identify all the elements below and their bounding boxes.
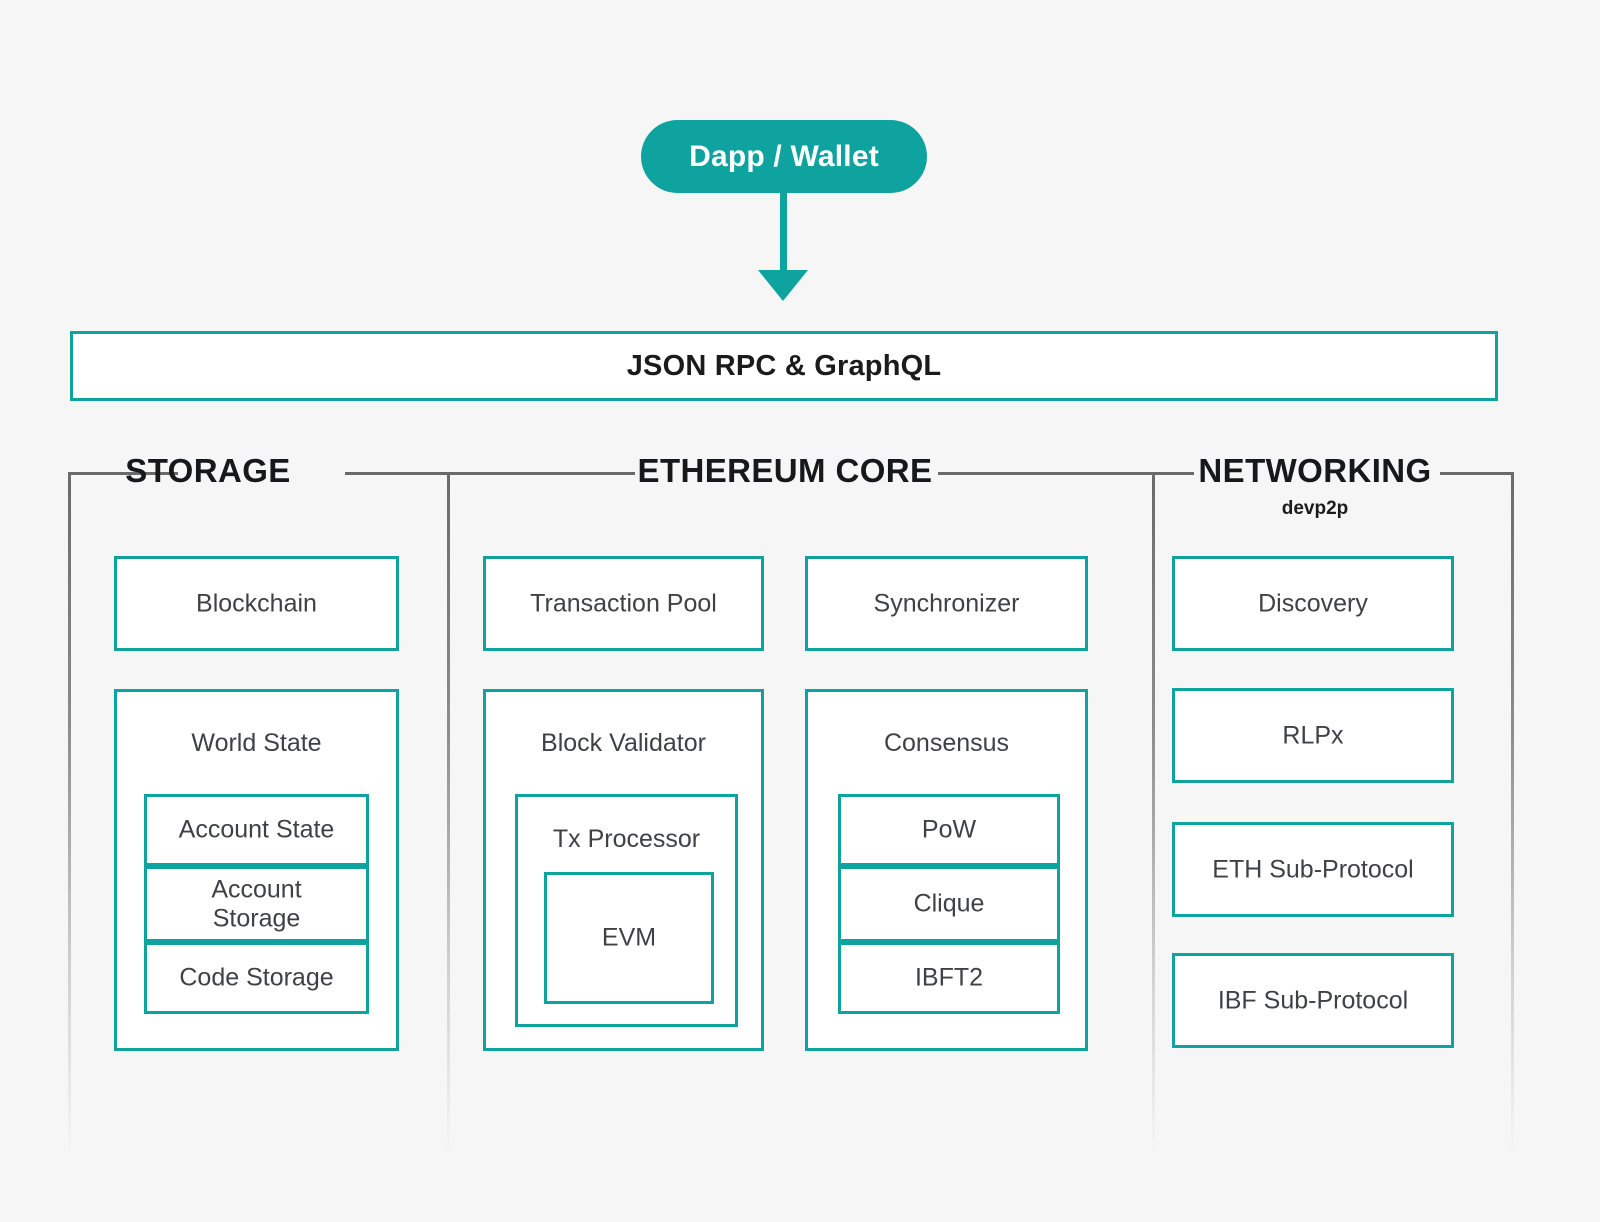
section-title-networking: NETWORKING <box>1198 452 1432 489</box>
node-tx-processor-label: Tx Processor <box>552 825 701 853</box>
flow-arrow-stem <box>780 193 787 273</box>
node-transaction-pool-label: Transaction Pool <box>530 589 717 618</box>
node-account-storage[interactable]: Account Storage <box>144 866 369 942</box>
node-blockchain[interactable]: Blockchain <box>114 556 399 651</box>
node-clique[interactable]: Clique <box>838 866 1060 942</box>
flow-arrow-head-icon <box>758 270 808 301</box>
node-discovery[interactable]: Discovery <box>1172 556 1454 651</box>
node-transaction-pool[interactable]: Transaction Pool <box>483 556 764 651</box>
node-tx-processor[interactable]: Tx Processor EVM <box>515 794 738 1027</box>
node-rlpx[interactable]: RLPx <box>1172 688 1454 783</box>
bracket-line-networking-left <box>1152 472 1194 475</box>
node-account-storage-label: Account Storage <box>211 875 302 932</box>
dapp-wallet-label: Dapp / Wallet <box>689 139 879 173</box>
node-rlpx-label: RLPx <box>1282 721 1344 750</box>
node-ibf-sub-protocol[interactable]: IBF Sub-Protocol <box>1172 953 1454 1048</box>
node-consensus-label: Consensus <box>883 729 1010 757</box>
section-subtitle-devp2p: devp2p <box>1281 498 1349 519</box>
node-ibf-sub-protocol-label: IBF Sub-Protocol <box>1217 986 1409 1015</box>
node-evm[interactable]: EVM <box>544 872 714 1004</box>
node-synchronizer-label: Synchronizer <box>873 589 1020 618</box>
node-ibft2-label: IBFT2 <box>914 963 984 992</box>
bracket-line-networking-right <box>1440 472 1514 475</box>
node-block-validator-label: Block Validator <box>541 729 706 757</box>
bracket-divider-storage-core <box>447 472 450 1155</box>
node-account-state-label: Account State <box>178 815 335 844</box>
node-evm-label: EVM <box>601 923 657 952</box>
node-eth-sub-protocol-label: ETH Sub-Protocol <box>1212 855 1414 884</box>
node-code-storage-label: Code Storage <box>179 963 334 992</box>
bracket-line-core-right <box>938 472 1155 475</box>
node-world-state-label: World State <box>191 729 322 757</box>
node-world-state[interactable]: World State Account State Account Storag… <box>114 689 399 1051</box>
bracket-line-storage-left <box>68 472 178 475</box>
bracket-left-edge <box>68 472 71 1155</box>
bracket-right-edge <box>1511 472 1514 1155</box>
node-eth-sub-protocol[interactable]: ETH Sub-Protocol <box>1172 822 1454 917</box>
node-discovery-label: Discovery <box>1258 589 1368 618</box>
node-clique-label: Clique <box>913 889 985 918</box>
bracket-divider-core-networking <box>1152 472 1155 1155</box>
section-title-ethereum-core: ETHEREUM CORE <box>637 452 933 489</box>
section-title-storage: STORAGE <box>125 452 291 489</box>
json-rpc-graphql-label: JSON RPC & GraphQL <box>626 349 942 382</box>
node-ibft2[interactable]: IBFT2 <box>838 942 1060 1014</box>
node-block-validator[interactable]: Block Validator Tx Processor EVM <box>483 689 764 1051</box>
node-pow[interactable]: PoW <box>838 794 1060 866</box>
dapp-wallet-node[interactable]: Dapp / Wallet <box>641 120 927 193</box>
node-pow-label: PoW <box>921 815 977 844</box>
bracket-line-core-left <box>447 472 635 475</box>
node-synchronizer[interactable]: Synchronizer <box>805 556 1088 651</box>
node-code-storage[interactable]: Code Storage <box>144 942 369 1014</box>
bracket-line-storage-right <box>345 472 450 475</box>
json-rpc-graphql-node[interactable]: JSON RPC & GraphQL <box>70 331 1498 401</box>
node-consensus[interactable]: Consensus PoW Clique IBFT2 <box>805 689 1088 1051</box>
node-account-state[interactable]: Account State <box>144 794 369 866</box>
node-blockchain-label: Blockchain <box>196 589 317 618</box>
